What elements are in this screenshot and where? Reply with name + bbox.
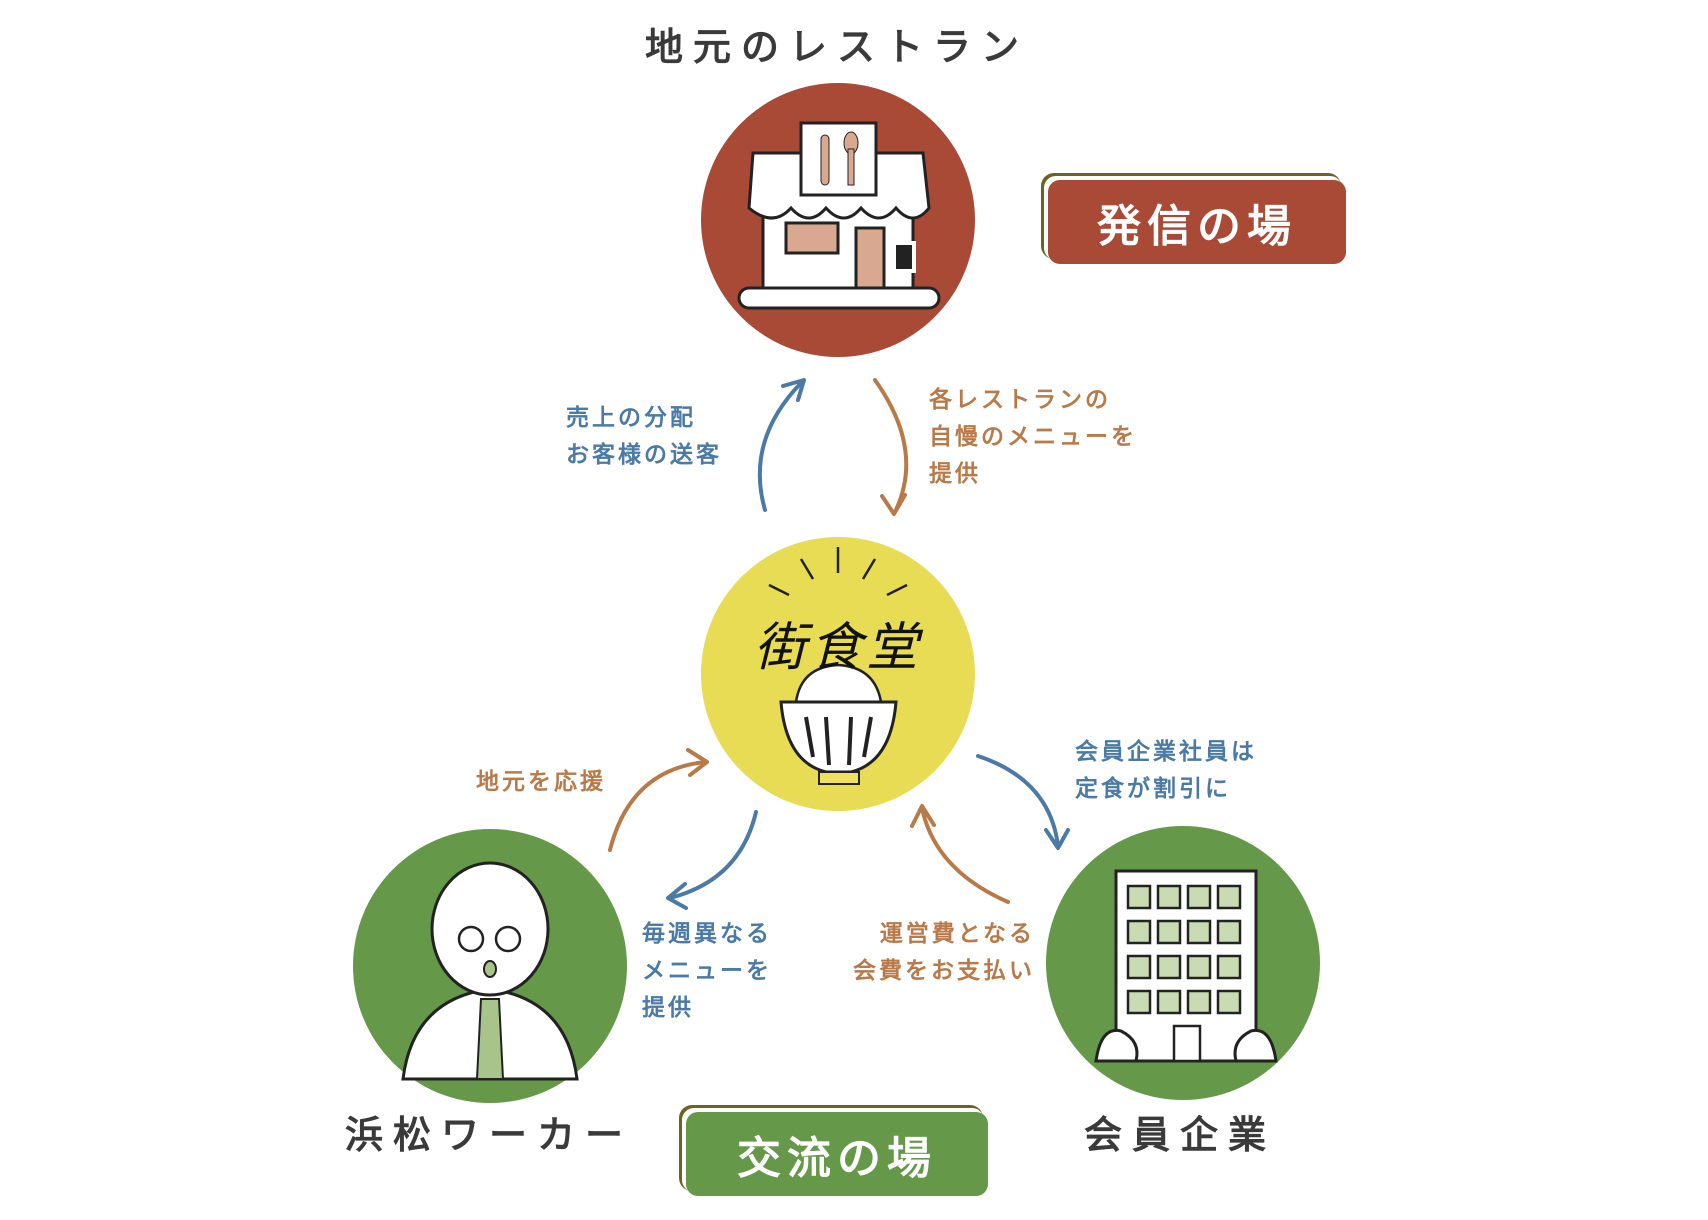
shokudo-logo: 街食堂 — [753, 618, 922, 678]
flow-from-restaurant-text: 各レストランの 自慢のメニューを 提供 — [929, 382, 1137, 493]
flow-line: 毎週異なる — [642, 921, 772, 947]
flow-line: 地元を応援 — [476, 769, 606, 795]
flow-line: 売上の分配 — [566, 405, 696, 431]
restaurant-label: 地元のレストラン — [645, 25, 1030, 69]
arrow-from-company — [910, 804, 1010, 904]
arrow-from-restaurant — [873, 378, 909, 516]
exchange-badge-label: 交流の場 — [737, 1133, 937, 1184]
flow-to-restaurant-text: 売上の分配 お客様の送客 — [566, 400, 722, 474]
worker-label: 浜松ワーカー — [345, 1113, 634, 1157]
exchange-badge: 交流の場 — [686, 1112, 988, 1196]
flow-worker-support-text: 地元を応援 — [476, 764, 606, 801]
restaurant-circle — [701, 83, 975, 357]
restaurant-icon — [737, 121, 941, 310]
flow-line: お客様の送客 — [566, 442, 722, 468]
flow-line: 定食が割引に — [1075, 776, 1231, 802]
arrow-to-company — [976, 754, 1070, 850]
broadcast-badge-label: 発信の場 — [1097, 201, 1297, 252]
flow-line: 自慢のメニューを — [929, 424, 1137, 450]
shokudo-circle: 街食堂 — [701, 537, 975, 811]
worker-icon — [401, 861, 579, 1081]
flow-line: 運営費となる — [879, 921, 1035, 947]
broadcast-badge: 発信の場 — [1048, 180, 1346, 264]
flow-to-worker-text: 毎週異なる メニューを 提供 — [642, 916, 772, 1027]
flow-line: 提供 — [642, 995, 694, 1021]
flow-to-company-text: 会員企業社員は 定食が割引に — [1075, 734, 1257, 808]
office-building-icon — [1094, 869, 1278, 1063]
rice-bowl-icon — [768, 547, 908, 785]
company-label: 会員企業 — [1084, 1113, 1277, 1157]
arrow-to-worker — [666, 810, 758, 910]
arrow-worker-support — [608, 748, 709, 852]
flow-line: 提供 — [929, 461, 981, 487]
flow-line: 各レストランの — [929, 387, 1111, 413]
worker-circle — [353, 829, 627, 1103]
flow-line: メニューを — [642, 958, 772, 984]
company-circle — [1046, 826, 1320, 1100]
flow-from-company-text: 運営費となる 会費をお支払い — [853, 916, 1035, 990]
arrow-to-restaurant — [757, 378, 806, 512]
flow-line: 会員企業社員は — [1075, 739, 1257, 765]
flow-line: 会費をお支払い — [853, 958, 1035, 984]
